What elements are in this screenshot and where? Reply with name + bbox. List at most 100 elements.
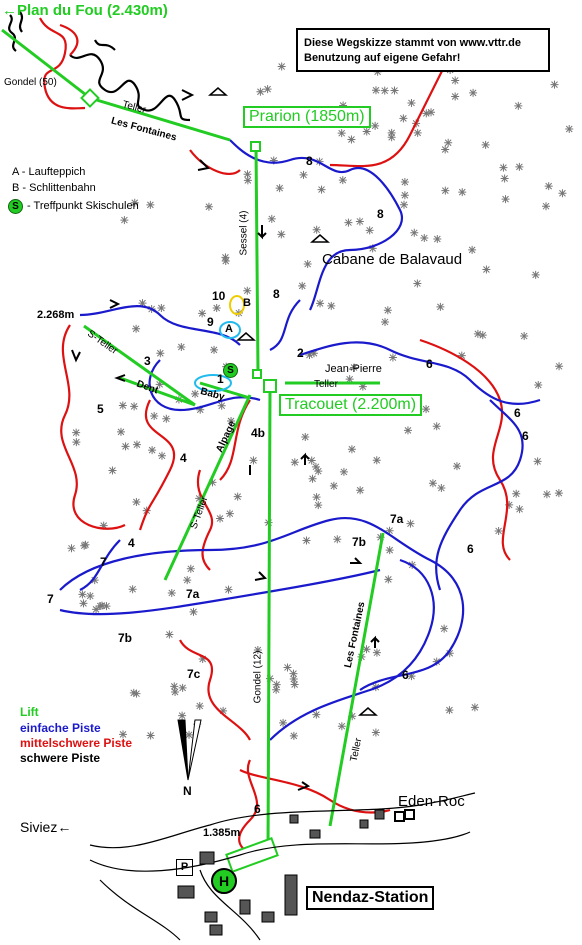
beginner-areas [194,295,245,392]
siviez-text: Siviez [20,819,58,835]
tree-icon [407,672,416,681]
tree-icon [253,646,262,655]
tree-icon [102,602,111,611]
tree-icon [225,509,234,518]
tree-icon [371,728,380,737]
piste-number-5: 5 [97,402,104,416]
tree-icon [458,188,467,197]
tree-icon [344,218,353,227]
tree-icon [339,467,348,476]
tree-icon [355,217,364,226]
tree-icon [118,401,127,410]
tree-icon [441,145,450,154]
tree-icon [365,226,374,235]
tree-icon [267,214,276,223]
piste-number-10: 10 [212,289,226,303]
tree-icon [195,494,204,503]
lift-label-gondel-12: Gondel (12) [252,650,264,704]
tree-icon [494,526,503,535]
tree-icon [422,109,431,118]
tree-icon [96,601,105,610]
tree-icon [338,176,347,185]
tree-icon [208,478,217,487]
tree-icon [473,329,482,338]
tree-icon [177,342,186,351]
tree-icon [333,535,342,544]
legend-a: A - Laufteppich [12,166,86,178]
prarion-station-label: Prarion (1850m) [243,106,371,128]
heliport-sign: H [211,868,237,894]
tree-icon [129,688,138,697]
tree-icon [212,303,221,312]
tree-icon [316,299,325,308]
piste-number-6-bottom: 6 [254,802,261,816]
tree-icon [387,133,396,142]
tree-icon [403,426,412,435]
piste-number-7a: 7a [186,587,200,601]
label-a-carpet: A [225,323,233,335]
tree-icon [428,479,437,488]
piste-number-6: 6 [402,668,409,682]
tree-icon [305,351,314,360]
tree-icon [171,688,180,697]
piste-number-9: 9 [207,315,214,329]
legend-hard: schwere Piste [20,751,101,765]
direction-arrows [71,89,380,791]
lift-label-gondel-50: Gondel (50) [4,77,57,88]
arrow-left-icon: ← [57,819,72,835]
tree-icon [533,457,542,466]
tree-icon [290,458,299,467]
piste-number-1: 1 [217,372,224,386]
tree-icon [78,590,87,599]
piste-number-4: 4 [180,451,187,465]
tree-icon [350,363,359,372]
tree-icon [289,674,298,683]
tree-icon [219,706,228,715]
parking-sign: P [176,858,193,876]
tree-icon [90,576,99,585]
ski-school-meeting-point: S [223,361,242,378]
tree-icon [383,306,392,315]
tree-icon [243,176,252,185]
tree-icon [146,731,155,740]
north-arrow [177,719,202,781]
tree-icon [437,484,446,493]
tree-icon [469,88,478,97]
nendaz-station-label: Nendaz-Station [306,886,435,910]
tree-icon [301,432,310,441]
tree-icon [183,576,192,585]
tree-icon [451,92,460,101]
tree-icon [217,401,226,410]
tree-icon [243,286,252,295]
tree-icon [400,177,409,186]
siviez-label: Siviez← [20,820,71,834]
tree-icon [170,682,179,691]
tree-icon [550,80,559,89]
piste-number-6: 6 [426,357,433,371]
tree-icon [210,345,219,354]
tree-icon [452,462,461,471]
legend-medium: mittelschwere Piste [20,736,133,750]
tree-icon [337,129,346,138]
tree-icon [440,624,449,633]
tree-icon [150,412,159,421]
mountain-huts [208,87,378,716]
tree-icon [371,86,380,95]
tree-icon [121,442,130,451]
tree-icon [329,481,338,490]
eden-roc-label: Eden-Roc [398,793,465,810]
tree-icon [155,380,164,389]
tree-icon [542,490,551,499]
tree-icon [327,301,336,310]
tree-icon [196,405,205,414]
piste-number-6: 6 [514,406,521,420]
tree-icon [400,200,409,209]
tree-icon [407,98,416,107]
tree-icon [312,493,321,502]
tree-icon [233,492,242,501]
tree-icon [380,86,389,95]
altitude-1385: 1.385m [203,827,241,839]
tree-icon [345,375,354,384]
tree-icon [108,466,117,475]
tree-icon [204,202,213,211]
